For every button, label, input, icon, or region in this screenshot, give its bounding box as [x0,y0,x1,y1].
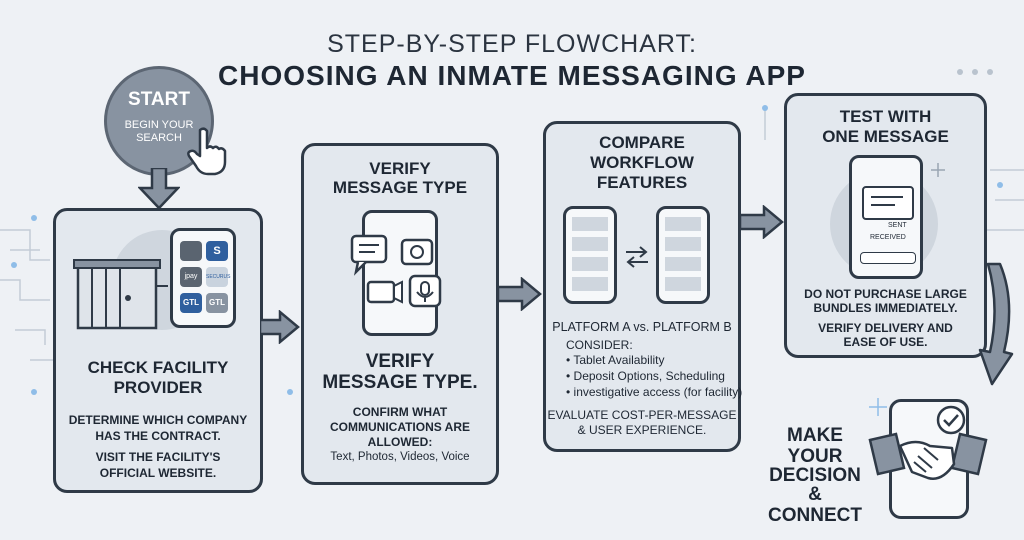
step4-heading-1: TEST WITH [839,107,932,126]
platform-b-phone [656,206,710,304]
step5-line-1: MAKE [787,425,843,446]
step1-heading-1: CHECK FACILITY [87,358,229,377]
platform-a-phone [563,206,617,304]
step3-heading-1: COMPARE [599,133,685,152]
step3-footer-2: & USER EXPERIENCE. [577,423,707,437]
consider-label: CONSIDER: [566,338,633,352]
arrow-step2-to-step3 [498,277,542,311]
app-tile-2[interactable]: S [206,241,228,261]
text-bubble-icon [350,234,388,264]
step2-heading-2: MESSAGE TYPE. [322,372,478,393]
list-item: • Tablet Availability [566,353,665,367]
step4-body-3: VERIFY DELIVERY AND [818,321,953,335]
app-tile-5[interactable]: GTL [180,293,202,313]
step2-body-1: CONFIRM WHAT [352,405,448,419]
handshake-icon [868,432,988,480]
arrow-start-down [138,168,180,210]
arrow-step1-to-step2 [260,310,300,344]
microphone-icon [408,274,442,308]
compare-arrows-icon [626,246,648,268]
flowchart-subtitle: STEP-BY-STEP FLOWCHART: [327,30,697,58]
sparkle-icon [931,163,945,177]
start-node: START BEGIN YOUR SEARCH [104,66,214,176]
test-message-phone: SENT RECEIVED [849,155,923,279]
step1-body-4: OFFICIAL WEBSITE. [99,466,217,480]
step1-body-1: DETERMINE WHICH COMPANY [68,413,248,427]
step2-types: Text, Photos, Videos, Voice [330,451,470,463]
list-item: • investigative access (for facility) [566,385,743,400]
received-status: RECEIVED [870,234,906,241]
step1-body-3: VISIT THE FACILITY'S [95,450,221,464]
checkmark-badge-icon [936,405,966,435]
step4-body-1: DO NOT PURCHASE LARGE [804,287,967,301]
message-type-phone [362,210,438,336]
step2-top-heading-1: VERIFY [369,159,431,178]
step1-body-2: HAS THE CONTRACT. [95,429,221,443]
page-title: CHOOSING AN INMATE MESSAGING APP [218,60,806,91]
pointer-hand-icon [187,127,227,176]
start-label: START [128,89,190,110]
step3-footer-1: EVALUATE COST-PER-MESSAGE [547,408,737,422]
step2-top-heading-2: MESSAGE TYPE [332,178,468,197]
step5-line-3: DECISION [769,465,861,486]
step2-body-3: ALLOWED: [367,435,433,449]
step4-body-4: EASE OF USE. [843,335,928,349]
send-bar[interactable] [860,252,916,264]
platform-compare-label: PLATFORM A vs. PLATFORM B [552,320,732,334]
start-caption-2: SEARCH [136,132,182,144]
arrow-step3-to-step4 [740,205,784,239]
step2-body-2: COMMUNICATIONS ARE [330,420,470,434]
step2-heading-1: VERIFY [365,351,435,372]
video-icon [366,280,396,304]
step4-body-2: BUNDLES IMMEDIATELY. [813,301,958,315]
consider-list: • Tablet Availability • Deposit Options,… [566,352,742,401]
list-item: • Deposit Options, Scheduling [566,369,725,384]
step1-heading-2: PROVIDER [113,378,203,397]
sent-status: SENT [888,222,907,229]
app-tile-6[interactable]: GTL [206,293,228,313]
arrow-step4-to-step5 [978,262,1014,386]
message-type-icons [350,234,442,308]
chat-bubble-icon [862,186,914,220]
provider-phone: S jpay SECURUS GTL GTL [170,228,236,328]
step5-line-2: YOUR [787,446,843,467]
step3-heading-3: FEATURES [596,173,688,192]
app-tile-3[interactable]: jpay [180,267,202,287]
app-tile-4[interactable]: SECURUS [206,267,230,287]
step3-heading-2: WORKFLOW [590,153,694,172]
step5-line-4: & CONNECT [768,484,862,526]
step4-heading-2: ONE MESSAGE [822,127,949,146]
app-tile-1[interactable] [180,241,202,261]
camera-icon [400,238,434,266]
sparkle-icon [869,398,887,416]
start-caption-1: BEGIN YOUR [124,119,194,131]
